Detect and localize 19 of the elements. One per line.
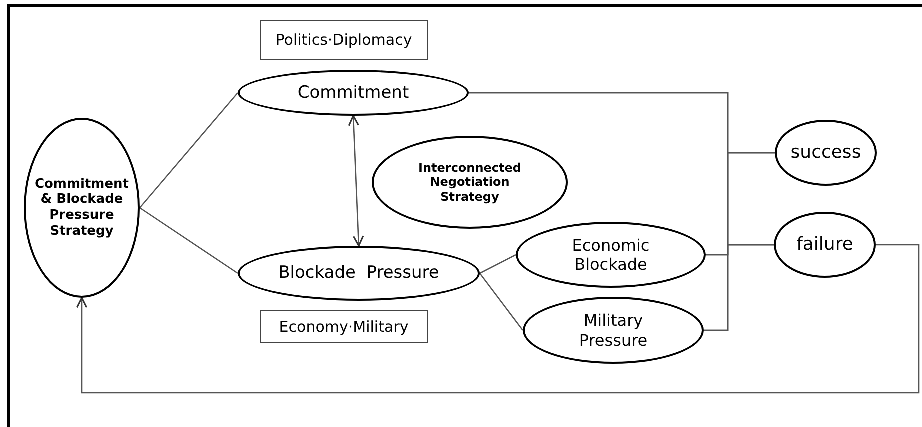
connector-line — [480, 254, 516, 274]
node-text: Economy·Military — [279, 318, 409, 336]
connector-line — [479, 273, 524, 331]
node-text: Politics·Diplomacy — [276, 31, 412, 49]
node-text: Commitment — [298, 82, 410, 104]
connector-line — [140, 207, 238, 274]
node-text: Interconnected Negotiation Strategy — [418, 160, 522, 204]
label-box — [260, 310, 428, 343]
connector-line — [704, 244, 774, 332]
node-text: Economic Blockade — [571, 236, 651, 274]
arrow — [76, 244, 920, 394]
node-text: success — [790, 142, 862, 164]
connector-line — [140, 92, 238, 208]
node-text: failure — [796, 234, 854, 256]
node-text: Blockade Pressure — [278, 263, 440, 284]
node-text: Commitment & Blockade Pressure Strategy — [34, 176, 130, 240]
arrow — [348, 115, 364, 247]
label-box — [260, 20, 428, 60]
node-text: Military Pressure — [578, 311, 649, 350]
